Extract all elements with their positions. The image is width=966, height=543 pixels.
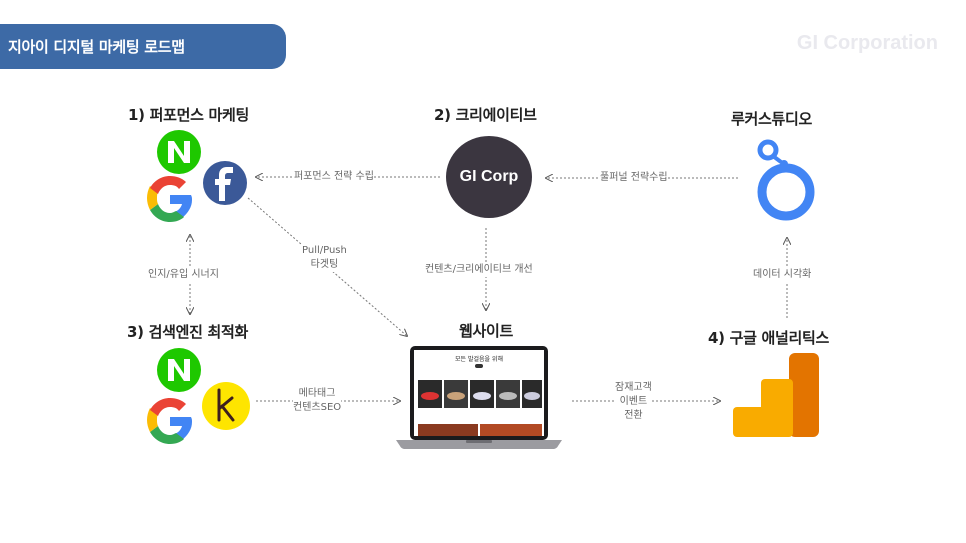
google-analytics-icon xyxy=(733,353,819,437)
google-icon xyxy=(147,398,192,444)
seo-icon-group xyxy=(147,348,250,444)
edge-label-content-improve: 컨텐츠/크리에이티브 개선 xyxy=(425,263,533,277)
website-headline: 모든 발걸음을 위해 xyxy=(455,355,503,363)
heading-analytics: 4) 구글 애널리틱스 xyxy=(708,329,830,347)
looker-studio-icon xyxy=(757,139,815,221)
heading-creative: 2) 크리에이티브 xyxy=(434,106,537,124)
edge-label-conversion: 잠재고객 이벤트 전환 xyxy=(615,381,652,423)
laptop-icon: 모든 발걸음을 위해 xyxy=(396,346,562,449)
google-icon xyxy=(147,176,192,222)
facebook-icon xyxy=(203,161,247,205)
gi-corp-circle: GI Corp xyxy=(446,136,532,218)
heading-studio: 루커스튜디오 xyxy=(731,110,813,128)
brand-logo: GI Corporation xyxy=(796,32,938,54)
edge-label-perf-strategy: 퍼포먼스 전략 수립 xyxy=(294,170,374,184)
edge-label-pullpush: Pull/Push 타겟팅 xyxy=(302,244,347,272)
title-bar: 지아이 디지털 마케팅 로드맵 xyxy=(0,24,286,69)
kakao-icon xyxy=(202,382,250,430)
naver-icon xyxy=(157,130,201,174)
naver-icon xyxy=(157,348,201,392)
page-title: 지아이 디지털 마케팅 로드맵 xyxy=(8,38,185,56)
heading-seo: 3) 검색엔진 최적화 xyxy=(127,323,249,341)
edge-label-data-viz: 데이터 시각화 xyxy=(753,268,812,282)
edge-label-meta: 메타태그 컨텐츠SEO xyxy=(293,387,342,415)
heading-website: 웹사이트 xyxy=(459,322,514,340)
heading-performance: 1) 퍼포먼스 마케팅 xyxy=(128,106,250,124)
edge-label-synergy: 인지/유입 시너지 xyxy=(148,268,219,282)
edge-label-funnel-strategy: 풀퍼널 전략수립 xyxy=(600,171,668,185)
performance-icon-group xyxy=(147,130,247,222)
